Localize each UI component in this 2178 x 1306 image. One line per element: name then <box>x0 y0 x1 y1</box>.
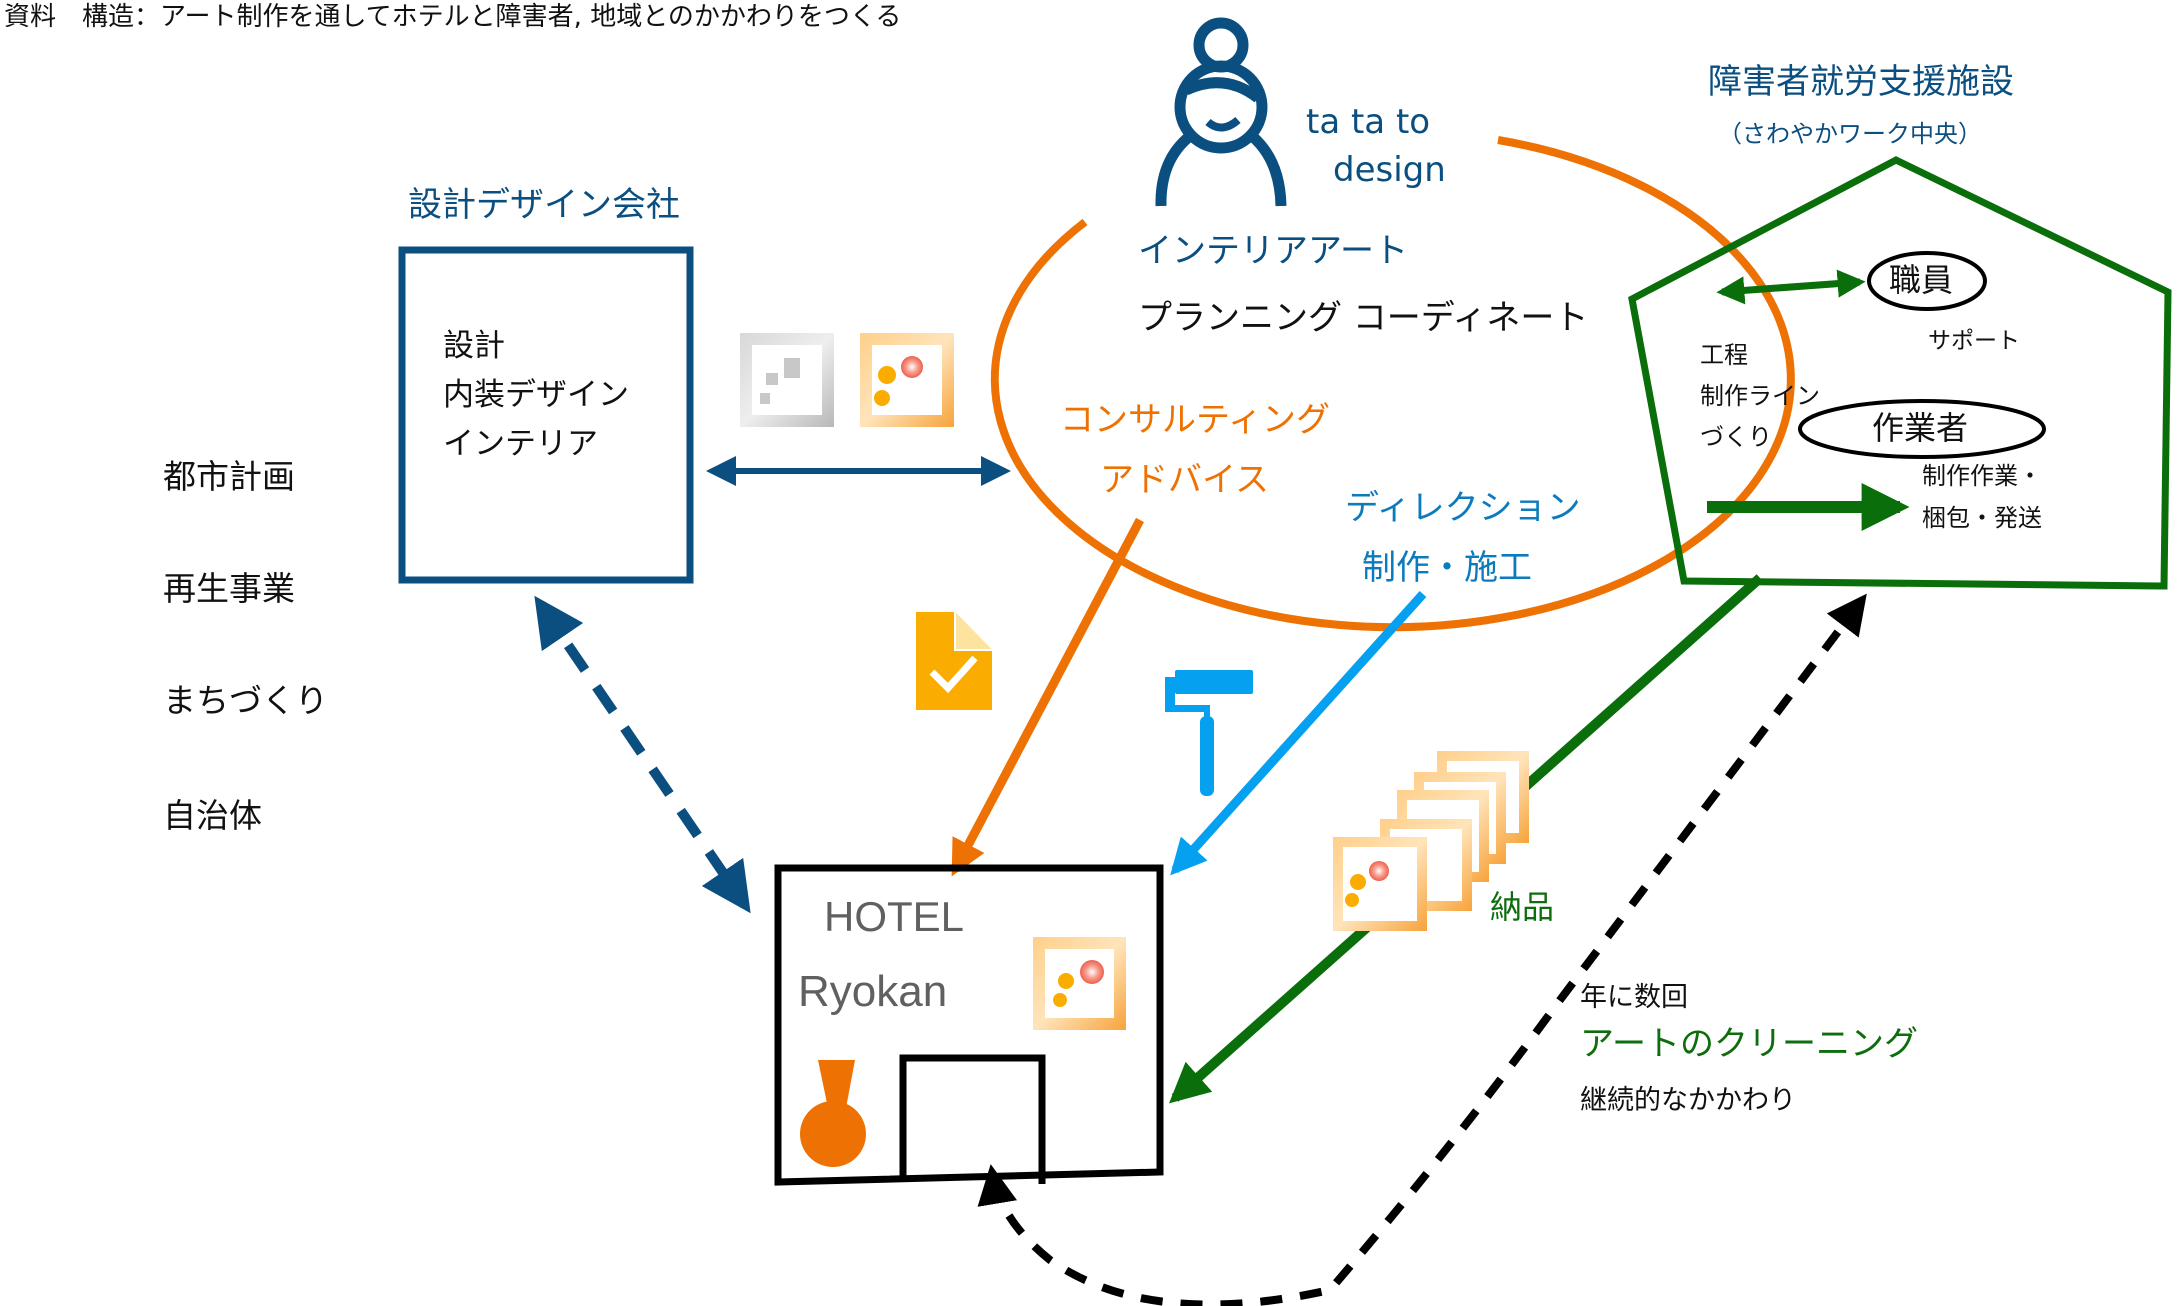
tatato-role: インテリアアート <box>1138 231 1408 271</box>
design-company-item: 内装デザイン <box>443 377 629 413</box>
hotel-box <box>774 864 1164 1186</box>
design-company-item: 設計 <box>443 328 505 364</box>
facility-heading: 障害者就労支援施設 <box>1708 62 2014 102</box>
left-list-item: 自治体 <box>163 796 262 835</box>
staff-ellipse <box>1867 251 1987 311</box>
hotel-label: HOTEL <box>824 893 965 940</box>
design-company-item: インテリア <box>443 426 598 462</box>
worker-ellipse <box>1798 399 2046 459</box>
consulting-label: コンサルティング <box>1060 400 1330 440</box>
delivery-label: 納品 <box>1490 888 1555 926</box>
tatato-name-line2: design <box>1333 150 1446 190</box>
hotel-door <box>899 1054 1046 1184</box>
person-icon <box>1155 17 1287 207</box>
worker-task: 梱包・発送 <box>1922 504 2042 532</box>
ongoing-relationship: 継続的なかかわり <box>1580 1085 1796 1116</box>
design-company-heading: 設計デザイン会社 <box>408 185 680 225</box>
left-list-item: まちづくり <box>163 681 328 720</box>
direction-label: ディレクション <box>1345 488 1581 528</box>
design-company-box <box>398 246 694 584</box>
vase-icon <box>800 1060 866 1167</box>
orange-art-frame-icon <box>860 333 954 427</box>
grey-art-frame-icon <box>740 333 834 427</box>
process-line: 制作ライン <box>1700 382 1820 410</box>
design-hotel-dashed-arrow <box>534 595 751 914</box>
ryokan-label: Ryokan <box>798 967 948 1016</box>
document-check-icon <box>916 612 992 710</box>
worker-label: 作業者 <box>1871 409 1969 447</box>
staff-label: 職員 <box>1889 261 1954 299</box>
process-line: づくり <box>1700 423 1772 451</box>
process-line: 工程 <box>1700 341 1748 369</box>
paint-roller-icon <box>1165 670 1253 796</box>
staff-arrow <box>1716 269 1866 305</box>
cleaning-frequency: 年に数回 <box>1580 982 1688 1013</box>
facility-subheading: （さわやかワーク中央） <box>1718 120 1982 148</box>
stacked-art-frames-icon <box>1333 751 1529 931</box>
cleaning-label: アートのクリーニング <box>1580 1024 1918 1064</box>
tatato-services: プランニング コーディネート <box>1138 298 1589 338</box>
facility-pentagon <box>1628 156 2172 590</box>
advice-label: アドバイス <box>1100 460 1269 500</box>
support-label: サポート <box>1928 328 2020 354</box>
production-label: 制作・施工 <box>1362 548 1532 588</box>
tatato-name-line1: ta ta to <box>1306 102 1431 142</box>
page-title: 資料 構造：アート制作を通してホテルと障害者, 地域とのかかわりをつくる <box>4 2 902 32</box>
left-list-item: 都市計画 <box>163 457 295 496</box>
worker-task: 制作作業・ <box>1922 462 2042 490</box>
left-list-item: 再生事業 <box>163 569 295 608</box>
hotel-art-frame-icon <box>1033 937 1126 1030</box>
